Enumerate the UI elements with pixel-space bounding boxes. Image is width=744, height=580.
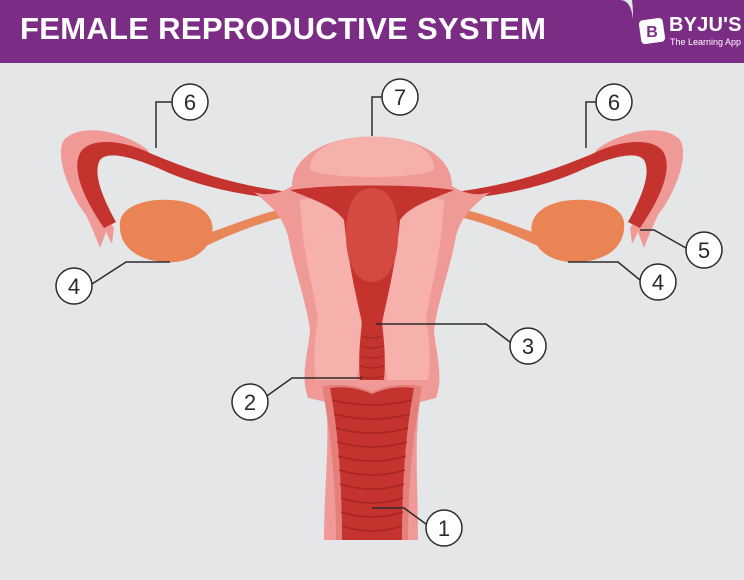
byjus-logo-icon: B <box>638 17 666 45</box>
cervical-canal <box>359 322 385 380</box>
callout-label: 4 <box>68 274 80 299</box>
title-banner: FEMALE REPRODUCTIVE SYSTEM B BYJU'S The … <box>0 0 744 63</box>
banner-background <box>0 0 744 63</box>
callout-2: 2 <box>231 383 269 421</box>
callout-5: 5 <box>685 231 723 269</box>
callout-4-left: 4 <box>55 267 93 305</box>
callout-label: 6 <box>184 90 196 115</box>
leader-line-6-left <box>155 101 172 148</box>
endometrium <box>346 188 398 282</box>
callout-4-right: 4 <box>639 263 677 301</box>
cervix-ridges <box>359 335 385 379</box>
brand-mark-letter: B <box>646 24 658 41</box>
callout-3: 3 <box>509 327 547 365</box>
right-fallopian-tube <box>449 141 667 228</box>
callout-label: 6 <box>608 90 620 115</box>
vaginal-rugae <box>331 399 413 532</box>
fundus-highlight <box>310 136 434 177</box>
callout-label: 5 <box>698 238 710 263</box>
leader-line-7 <box>371 96 382 136</box>
brand-tagline: The Learning App <box>670 37 742 47</box>
callout-1: 1 <box>425 509 463 547</box>
leader-line-4-right <box>568 261 641 281</box>
brand-name: BYJU'S <box>669 14 742 36</box>
callout-label: 2 <box>244 390 256 415</box>
callout-label: 3 <box>522 334 534 359</box>
callout-label: 7 <box>394 85 406 110</box>
page-title: FEMALE REPRODUCTIVE SYSTEM <box>20 11 547 46</box>
callout-label: 1 <box>438 516 450 541</box>
right-ovarian-ligament <box>456 208 544 246</box>
callout-6-right: 6 <box>595 83 633 121</box>
callout-6-left: 6 <box>171 83 209 121</box>
callout-label: 4 <box>652 270 664 295</box>
brand-logo: B BYJU'S The Learning App <box>638 12 742 52</box>
leader-line-2 <box>263 377 362 399</box>
callout-7: 7 <box>381 78 419 116</box>
left-fallopian-tube <box>77 141 295 228</box>
vagina <box>330 387 414 540</box>
right-ovary <box>531 199 625 263</box>
leader-line-3 <box>376 323 511 343</box>
leader-line-6-right <box>585 101 596 148</box>
leader-line-4-left <box>91 261 170 285</box>
left-ovarian-ligament <box>200 208 288 246</box>
left-ovary <box>119 199 213 263</box>
leader-line-1 <box>372 507 427 525</box>
leader-lines <box>91 96 687 525</box>
leader-line-5 <box>640 229 687 249</box>
